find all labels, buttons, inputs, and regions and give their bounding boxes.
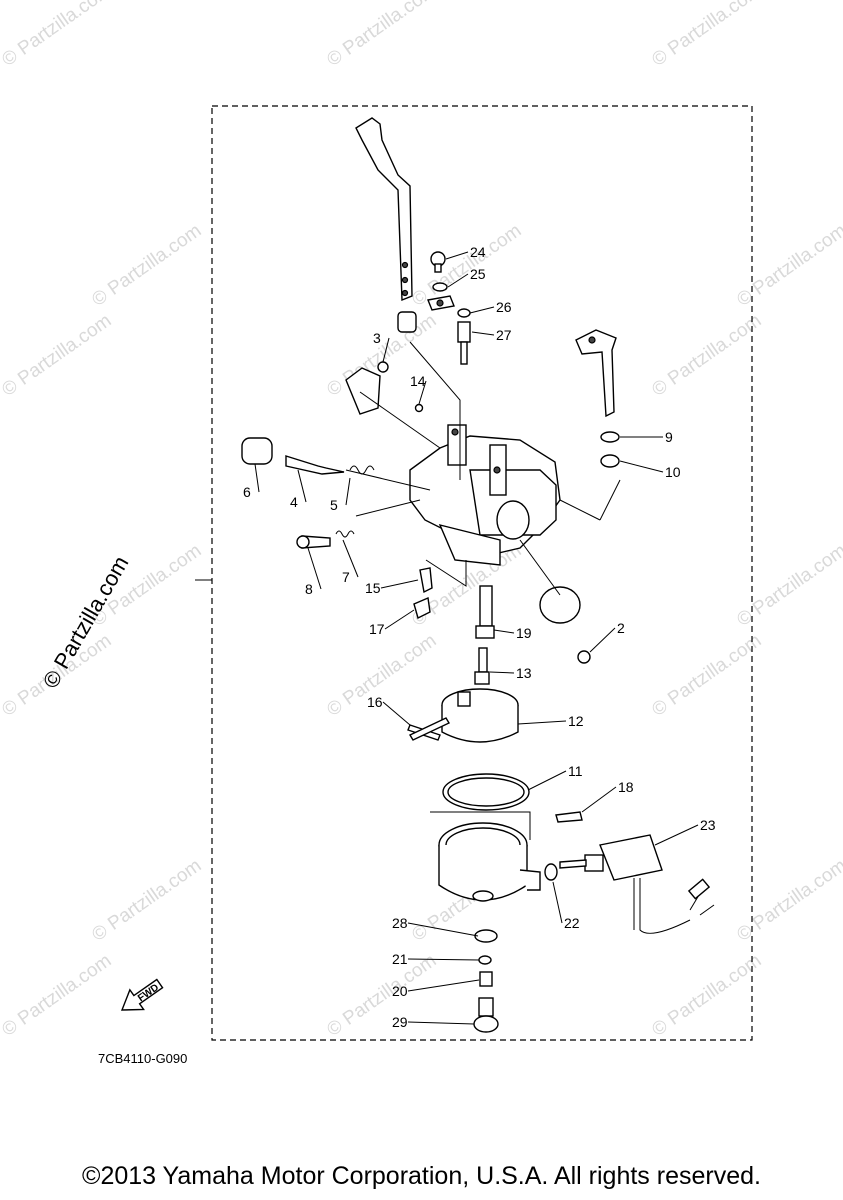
- solenoid-illustration: [559, 834, 715, 934]
- part-label-24: 24: [470, 244, 486, 260]
- part-label-28: 28: [392, 915, 408, 931]
- fwd-arrow-icon: FWD: [120, 978, 164, 1011]
- part-label-17: 17: [369, 621, 385, 637]
- part-label-9: 9: [665, 429, 673, 445]
- part-label-4: 4: [290, 494, 298, 510]
- throttle-lever-illustration: [355, 117, 413, 302]
- part-label-29: 29: [392, 1014, 408, 1030]
- leader-line-15: [380, 579, 419, 589]
- assembly-boundary: [211, 105, 753, 1041]
- part-label-20: 20: [392, 983, 408, 999]
- leader-line-20: [407, 979, 480, 992]
- part-label-3: 3: [373, 330, 381, 346]
- watermark: © Partzilla.com: [0, 310, 115, 401]
- leader-line-18: [581, 786, 617, 813]
- leader-line-17: [384, 609, 415, 630]
- watermark: © Partzilla.com: [733, 540, 843, 631]
- carburetor-body-illustration: [409, 424, 561, 566]
- watermark: © Partzilla.com: [0, 0, 115, 71]
- watermark: © Partzilla.com: [323, 950, 440, 1041]
- leader-line-21: [407, 958, 480, 961]
- assembly-guide-lines: [345, 341, 621, 840]
- leader-line-29: [407, 1021, 475, 1025]
- part-label-18: 18: [618, 779, 634, 795]
- leader-line-7: [342, 539, 359, 578]
- watermark: © Partzilla.com: [733, 220, 843, 311]
- leader-line-4: [297, 469, 307, 503]
- float-assembly-illustration: [407, 688, 530, 811]
- float-bowl-illustration: [438, 822, 541, 902]
- leader-line-27: [471, 331, 495, 336]
- part-label-26: 26: [496, 299, 512, 315]
- part-label-14: 14: [410, 373, 426, 389]
- part-label-16: 16: [367, 694, 383, 710]
- leader-line-28: [407, 922, 479, 937]
- watermark: © Partzilla.com: [733, 855, 843, 946]
- part-label-8: 8: [305, 581, 313, 597]
- part-label-25: 25: [470, 266, 486, 282]
- leader-line-6: [254, 463, 260, 493]
- leader-line-11: [527, 770, 567, 791]
- part-label-2: 2: [617, 620, 625, 636]
- drawing-code: 7CB4110-G090: [98, 1051, 187, 1066]
- part-label-19: 19: [516, 625, 532, 641]
- small-parts-illustration: [241, 251, 620, 1033]
- part-label-15: 15: [365, 580, 381, 596]
- part-label-12: 12: [568, 713, 584, 729]
- leader-line-22: [552, 881, 563, 924]
- leader-line-14: [418, 380, 427, 405]
- leader-line-23: [654, 824, 699, 846]
- watermark: © Partzilla.com: [0, 950, 115, 1041]
- watermark: © Partzilla.com: [648, 310, 765, 401]
- part-label-7: 7: [342, 569, 350, 585]
- leader-line-8: [307, 547, 322, 590]
- part-label-27: 27: [496, 327, 512, 343]
- leader-line-16: [382, 701, 411, 726]
- watermark: © Partzilla.com: [88, 220, 205, 311]
- choke-lever-illustration: [575, 329, 617, 418]
- part-label-22: 22: [564, 915, 580, 931]
- part-label-5: 5: [330, 497, 338, 513]
- part-label-13: 13: [516, 665, 532, 681]
- leader-line-19: [493, 629, 515, 634]
- part-label-23: 23: [700, 817, 716, 833]
- watermark: © Partzilla.com: [323, 0, 440, 71]
- leader-line-10: [619, 460, 664, 473]
- watermark: © Partzilla.com: [88, 855, 205, 946]
- leader-line-13: [489, 671, 515, 674]
- copyright-notice: ©2013 Yamaha Motor Corporation, U.S.A. A…: [82, 1162, 761, 1190]
- leader-line-12: [517, 720, 567, 725]
- watermark: © Partzilla.com: [648, 630, 765, 721]
- part-label-21: 21: [392, 951, 408, 967]
- leader-line-26: [469, 306, 495, 314]
- watermark: © Partzilla.com: [648, 0, 765, 71]
- leader-line-25: [447, 273, 469, 288]
- leader-line-2: [589, 627, 616, 653]
- watermark: © Partzilla.com: [408, 220, 525, 311]
- watermark: © Partzilla.com: [648, 950, 765, 1041]
- part-label-11: 11: [568, 763, 583, 779]
- part-label-6: 6: [243, 484, 251, 500]
- leader-line-3: [382, 337, 390, 363]
- part-label-10: 10: [665, 464, 681, 480]
- leader-line-24: [445, 251, 469, 260]
- watermark-group: © Partzilla.com© Partzilla.com© Partzill…: [0, 0, 843, 1041]
- side-watermark: © Partzilla.com: [38, 552, 134, 693]
- leader-line-5: [345, 477, 351, 506]
